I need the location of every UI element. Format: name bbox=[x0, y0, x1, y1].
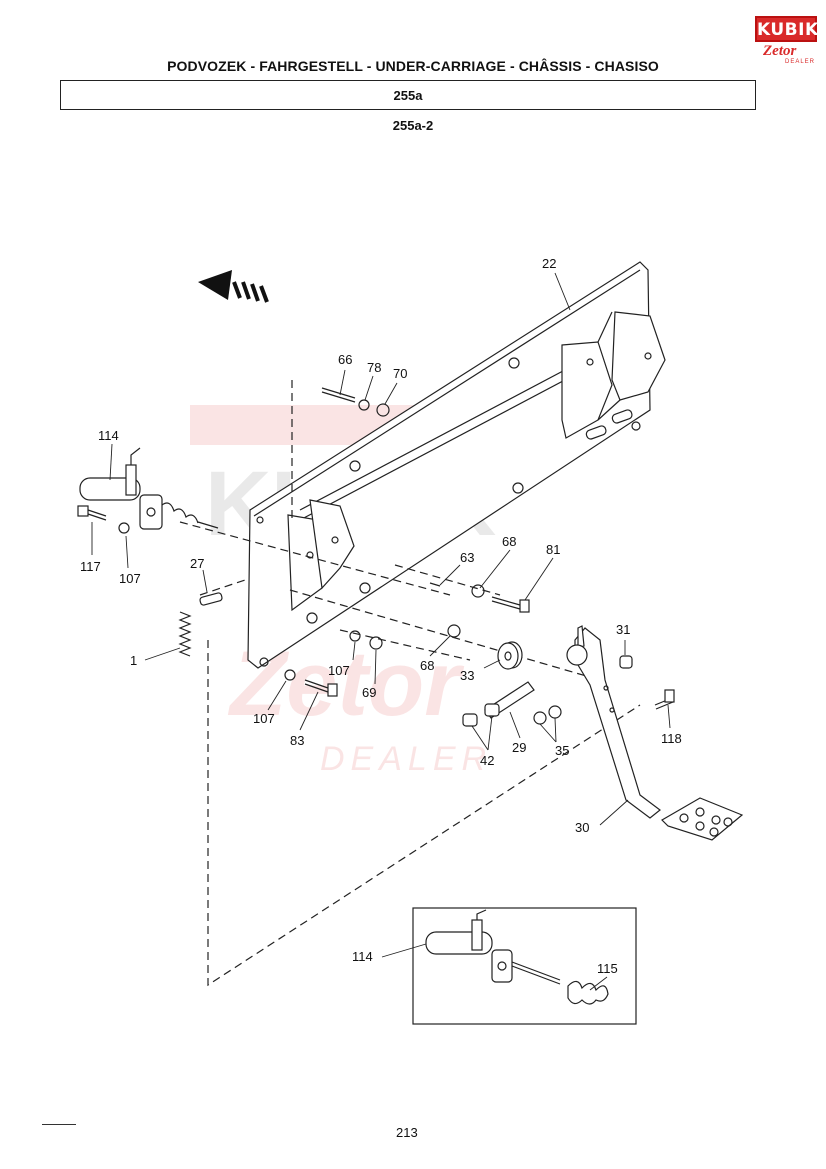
callout-118: 118 bbox=[661, 731, 682, 746]
callout-107c: 107 bbox=[253, 711, 275, 726]
section-code: 255a bbox=[393, 88, 423, 103]
callout-78: 78 bbox=[367, 360, 381, 375]
callout-70: 70 bbox=[393, 366, 407, 381]
callout-66: 66 bbox=[338, 352, 352, 367]
bushing-33 bbox=[497, 641, 523, 670]
callout-115: 115 bbox=[597, 961, 618, 976]
footer-mark bbox=[42, 1124, 76, 1131]
direction-arrow-icon bbox=[198, 270, 269, 303]
master-cylinder-detail-114 bbox=[425, 909, 561, 985]
callout-27: 27 bbox=[190, 556, 204, 571]
callout-33: 33 bbox=[460, 668, 474, 683]
callout-30: 30 bbox=[575, 820, 589, 835]
logo-badge: KUBIK bbox=[755, 16, 819, 42]
nut-68 bbox=[471, 584, 485, 598]
subsection-code: 255a-2 bbox=[392, 118, 434, 133]
callout-81: 81 bbox=[546, 542, 560, 557]
spring-1 bbox=[178, 611, 192, 657]
callout-29: 29 bbox=[512, 740, 526, 755]
callout-114: 114 bbox=[98, 428, 119, 443]
callout-68b: 68 bbox=[420, 658, 434, 673]
bracket-plate-22 bbox=[247, 261, 666, 669]
callout-35: 35 bbox=[555, 743, 569, 758]
callout-68: 68 bbox=[502, 534, 516, 549]
page-title: PODVOZEK - FAHRGESTELL - UNDER-CARRIAGE … bbox=[167, 58, 659, 74]
bushing-42a bbox=[462, 713, 478, 727]
detail-inset-frame bbox=[412, 907, 637, 1025]
callout-63: 63 bbox=[460, 550, 474, 565]
callout-22: 22 bbox=[542, 256, 556, 271]
nut-70 bbox=[376, 403, 390, 417]
watermark-tag: DEALER bbox=[320, 740, 492, 778]
page-number: 213 bbox=[396, 1125, 418, 1140]
callout-114b: 114 bbox=[352, 949, 373, 964]
washer-35b bbox=[548, 705, 562, 719]
logo-brand: KUBIK bbox=[757, 20, 819, 40]
assembly-lines bbox=[179, 380, 641, 987]
callout-labels: 22 66 78 70 114 117 107 27 1 63 68 81 10… bbox=[80, 256, 682, 976]
callout-1: 1 bbox=[130, 653, 137, 668]
section-box: 255a bbox=[60, 80, 756, 110]
washer-107c bbox=[284, 669, 296, 681]
pin-63 bbox=[429, 582, 441, 587]
callout-31: 31 bbox=[616, 622, 630, 637]
washer-78 bbox=[358, 399, 370, 411]
clutch-pedal-30 bbox=[566, 625, 744, 841]
washer-107b bbox=[349, 630, 361, 642]
callout-42: 42 bbox=[480, 753, 494, 768]
nut-69 bbox=[369, 636, 383, 650]
logo-tag: DEALER bbox=[785, 59, 816, 65]
bolt-81 bbox=[491, 596, 530, 613]
leader-lines bbox=[91, 272, 671, 991]
master-cylinder-114 bbox=[79, 447, 219, 530]
bushing-42b bbox=[484, 703, 500, 717]
kubik-logo: KUBIK Zetor DEALER bbox=[755, 16, 819, 68]
pin-31 bbox=[619, 655, 633, 669]
callout-107b: 107 bbox=[328, 663, 350, 678]
callout-69: 69 bbox=[362, 685, 376, 700]
callout-83: 83 bbox=[290, 733, 304, 748]
logo-maker: Zetor bbox=[763, 43, 797, 59]
washer-107 bbox=[118, 522, 130, 534]
bolt-66 bbox=[321, 387, 356, 403]
callout-107: 107 bbox=[119, 571, 141, 586]
bolt-83 bbox=[304, 679, 338, 697]
dust-boot-115 bbox=[567, 980, 609, 1005]
bolt-117 bbox=[77, 505, 107, 521]
pin-27 bbox=[199, 592, 223, 606]
nut-68b bbox=[447, 624, 461, 638]
washer-35a bbox=[533, 711, 547, 725]
bolt-118 bbox=[654, 689, 675, 710]
callout-117: 117 bbox=[80, 559, 101, 574]
